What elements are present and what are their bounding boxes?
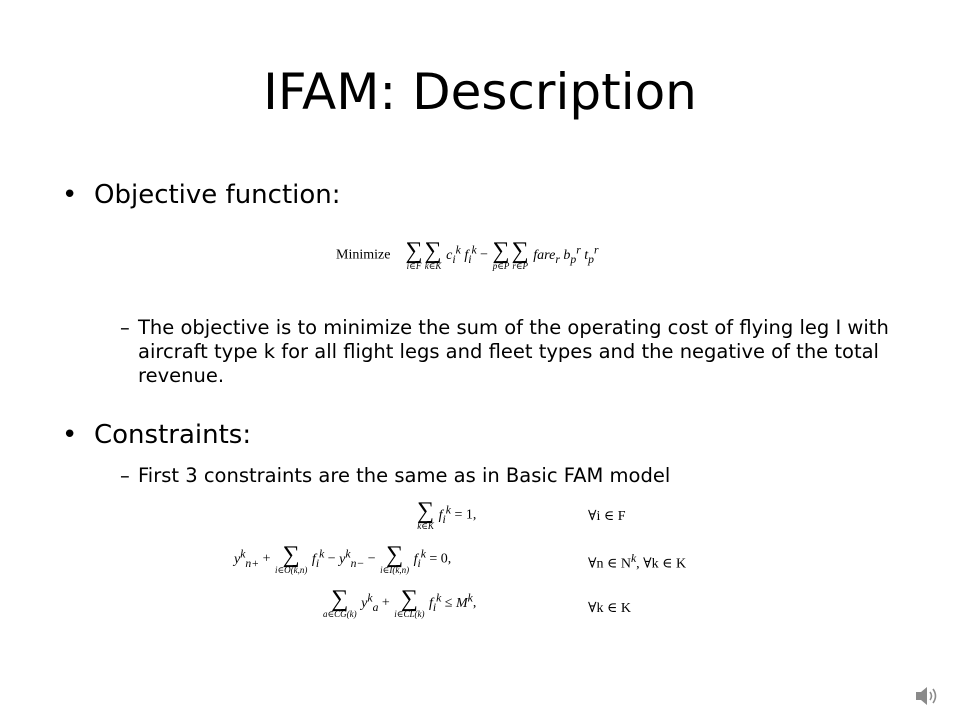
objective-label: Minimize [336, 247, 391, 263]
slide-title: IFAM: Description [263, 63, 697, 121]
constraint-1-domain: ∀i ∈ F [588, 509, 626, 524]
constraint-2-domain-b: , ∀k ∈ K [636, 556, 687, 572]
constraint-3-domain: ∀k ∈ K [588, 601, 631, 616]
constraint-3-formula: ∑a∈CG(k) yka + ∑i∈CL(k) fik ≤ Mk, [323, 586, 477, 619]
constraint-2-domain: ∀n ∈ Nk, ∀k ∈ K [588, 552, 687, 572]
bullet-objective-text: Objective function: [94, 180, 341, 210]
dash: – [120, 316, 130, 339]
objective-formula: Minimize ∑i∈F∑k∈K cik fik − ∑p∈P∑r∈P far… [336, 238, 599, 271]
sub-objective-text: The objective is to minimize the sum of … [138, 316, 889, 387]
constraint-2-formula: ykn+ + ∑i∈O(k,n) fik − ykn− − ∑i∈I(k,n) … [234, 542, 452, 575]
constraint-2-rhs: = 0, [429, 551, 452, 567]
speaker-icon[interactable] [914, 684, 940, 708]
constraint-2-domain-a: ∀n ∈ N [588, 556, 631, 572]
sub-constraints-text: First 3 constraints are the same as in B… [138, 464, 671, 487]
dash: – [120, 464, 130, 487]
constraint-1-formula: ∑k∈K fik = 1, [417, 498, 477, 531]
constraint-1-rhs: = 1, [454, 507, 477, 523]
bullet-constraints-text: Constraints: [94, 420, 252, 450]
bullet-dot: • [62, 420, 78, 450]
bullet-dot: • [62, 180, 78, 210]
